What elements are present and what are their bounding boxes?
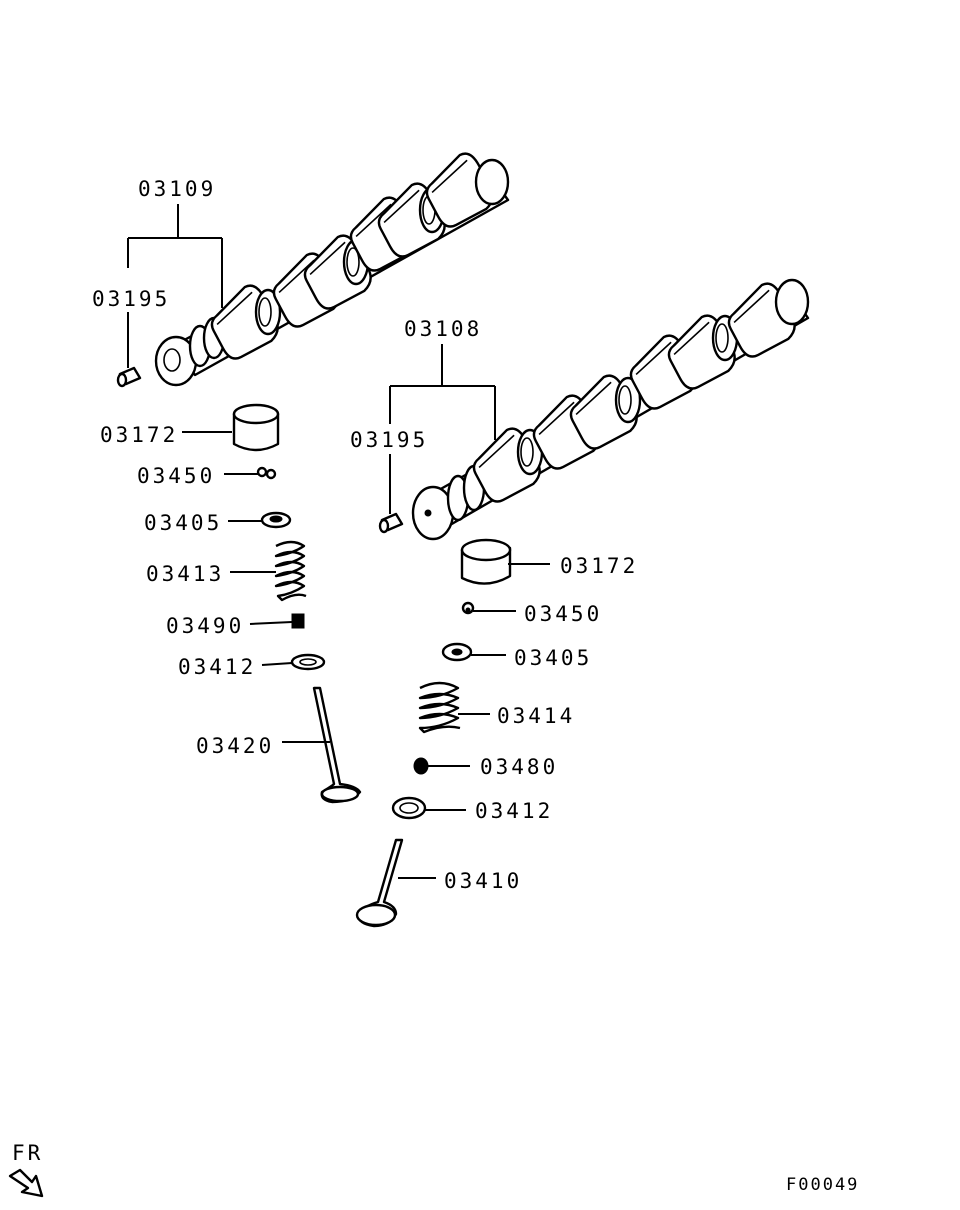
intake-camshaft bbox=[411, 278, 810, 541]
front-direction-label: FR bbox=[12, 1141, 43, 1165]
spring-seat-left bbox=[290, 653, 326, 671]
stem-seal-left bbox=[291, 613, 305, 629]
figure-code: F00049 bbox=[786, 1175, 859, 1195]
stem-seal-right bbox=[413, 757, 429, 775]
exhaust-camshaft bbox=[154, 148, 510, 387]
retainer-left bbox=[260, 511, 292, 529]
cotter-right bbox=[461, 601, 475, 615]
label-dowel-pin-upper: 03195 bbox=[92, 287, 170, 311]
cotter-left bbox=[256, 466, 277, 480]
label-retainer-left: 03405 bbox=[144, 511, 222, 535]
lifter-left bbox=[232, 403, 280, 452]
label-spring-right: 03414 bbox=[497, 704, 575, 728]
label-camshaft-exhaust: 03109 bbox=[138, 177, 216, 201]
spring-left bbox=[274, 540, 307, 602]
label-dowel-pin-lower: 03195 bbox=[350, 428, 428, 452]
label-camshaft-intake: 03108 bbox=[404, 317, 482, 341]
spring-right bbox=[418, 681, 461, 734]
dowel-pin-lower bbox=[378, 512, 404, 534]
label-cotter-right: 03450 bbox=[524, 602, 602, 626]
label-stem-seal-right: 03480 bbox=[480, 755, 558, 779]
leader-lines bbox=[127, 204, 550, 879]
front-direction-arrow-icon bbox=[8, 1168, 44, 1198]
retainer-right bbox=[441, 642, 473, 662]
dowel-pin-upper bbox=[116, 366, 142, 388]
label-valve-right: 03410 bbox=[444, 869, 522, 893]
valve-left bbox=[312, 686, 362, 804]
label-valve-left: 03420 bbox=[196, 734, 274, 758]
spring-seat-right bbox=[391, 796, 427, 820]
label-lifter-right: 03172 bbox=[560, 554, 638, 578]
label-lifter-left: 03172 bbox=[100, 423, 178, 447]
label-stem-seal-left: 03490 bbox=[166, 614, 244, 638]
label-spring-left: 03413 bbox=[146, 562, 224, 586]
label-spring-seat-right: 03412 bbox=[475, 799, 553, 823]
lifter-right bbox=[460, 538, 512, 585]
label-retainer-right: 03405 bbox=[514, 646, 592, 670]
valve-right bbox=[355, 838, 404, 928]
label-cotter-left: 03450 bbox=[137, 464, 215, 488]
label-spring-seat-left: 03412 bbox=[178, 655, 256, 679]
